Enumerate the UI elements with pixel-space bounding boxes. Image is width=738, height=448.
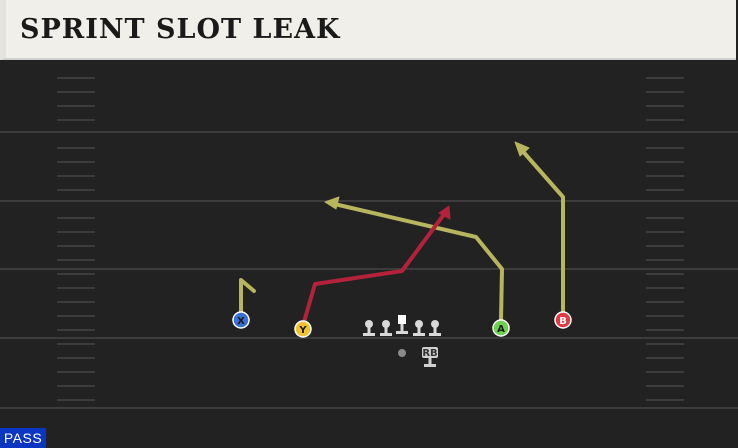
yard-lines (0, 131, 738, 409)
player-y-label: Y (298, 325, 307, 336)
a-route (328, 201, 504, 322)
routes (239, 141, 565, 324)
player-a: A (492, 319, 510, 337)
lineman-icon (429, 320, 441, 336)
player-x: X (232, 311, 250, 329)
play-type-badge: PASS (0, 428, 46, 448)
hash-marks-right (646, 77, 684, 401)
center-icon (396, 315, 408, 334)
quarterback-icon (398, 349, 406, 357)
y-route-arrowhead (438, 205, 451, 220)
player-x-label: X (237, 316, 245, 327)
lineman-icon (413, 320, 425, 336)
a-route-arrowhead (324, 196, 340, 210)
play-title: SPRINT SLOT LEAK (20, 14, 341, 45)
player-y: Y (294, 320, 312, 338)
y-route (302, 211, 447, 324)
x-route (239, 278, 256, 315)
offensive-line (363, 315, 441, 336)
lineman-icon (380, 320, 392, 336)
player-a-label: A (497, 324, 505, 335)
title-bar: SPRINT SLOT LEAK (0, 0, 736, 60)
running-back-icon: RB (422, 347, 438, 367)
player-b: B (554, 311, 572, 329)
running-back-label: RB (422, 348, 437, 359)
player-b-label: B (559, 316, 567, 327)
b-route (517, 145, 565, 314)
b-route-arrowhead (514, 141, 530, 157)
hash-marks-left (57, 77, 95, 401)
lineman-icon (363, 320, 375, 336)
